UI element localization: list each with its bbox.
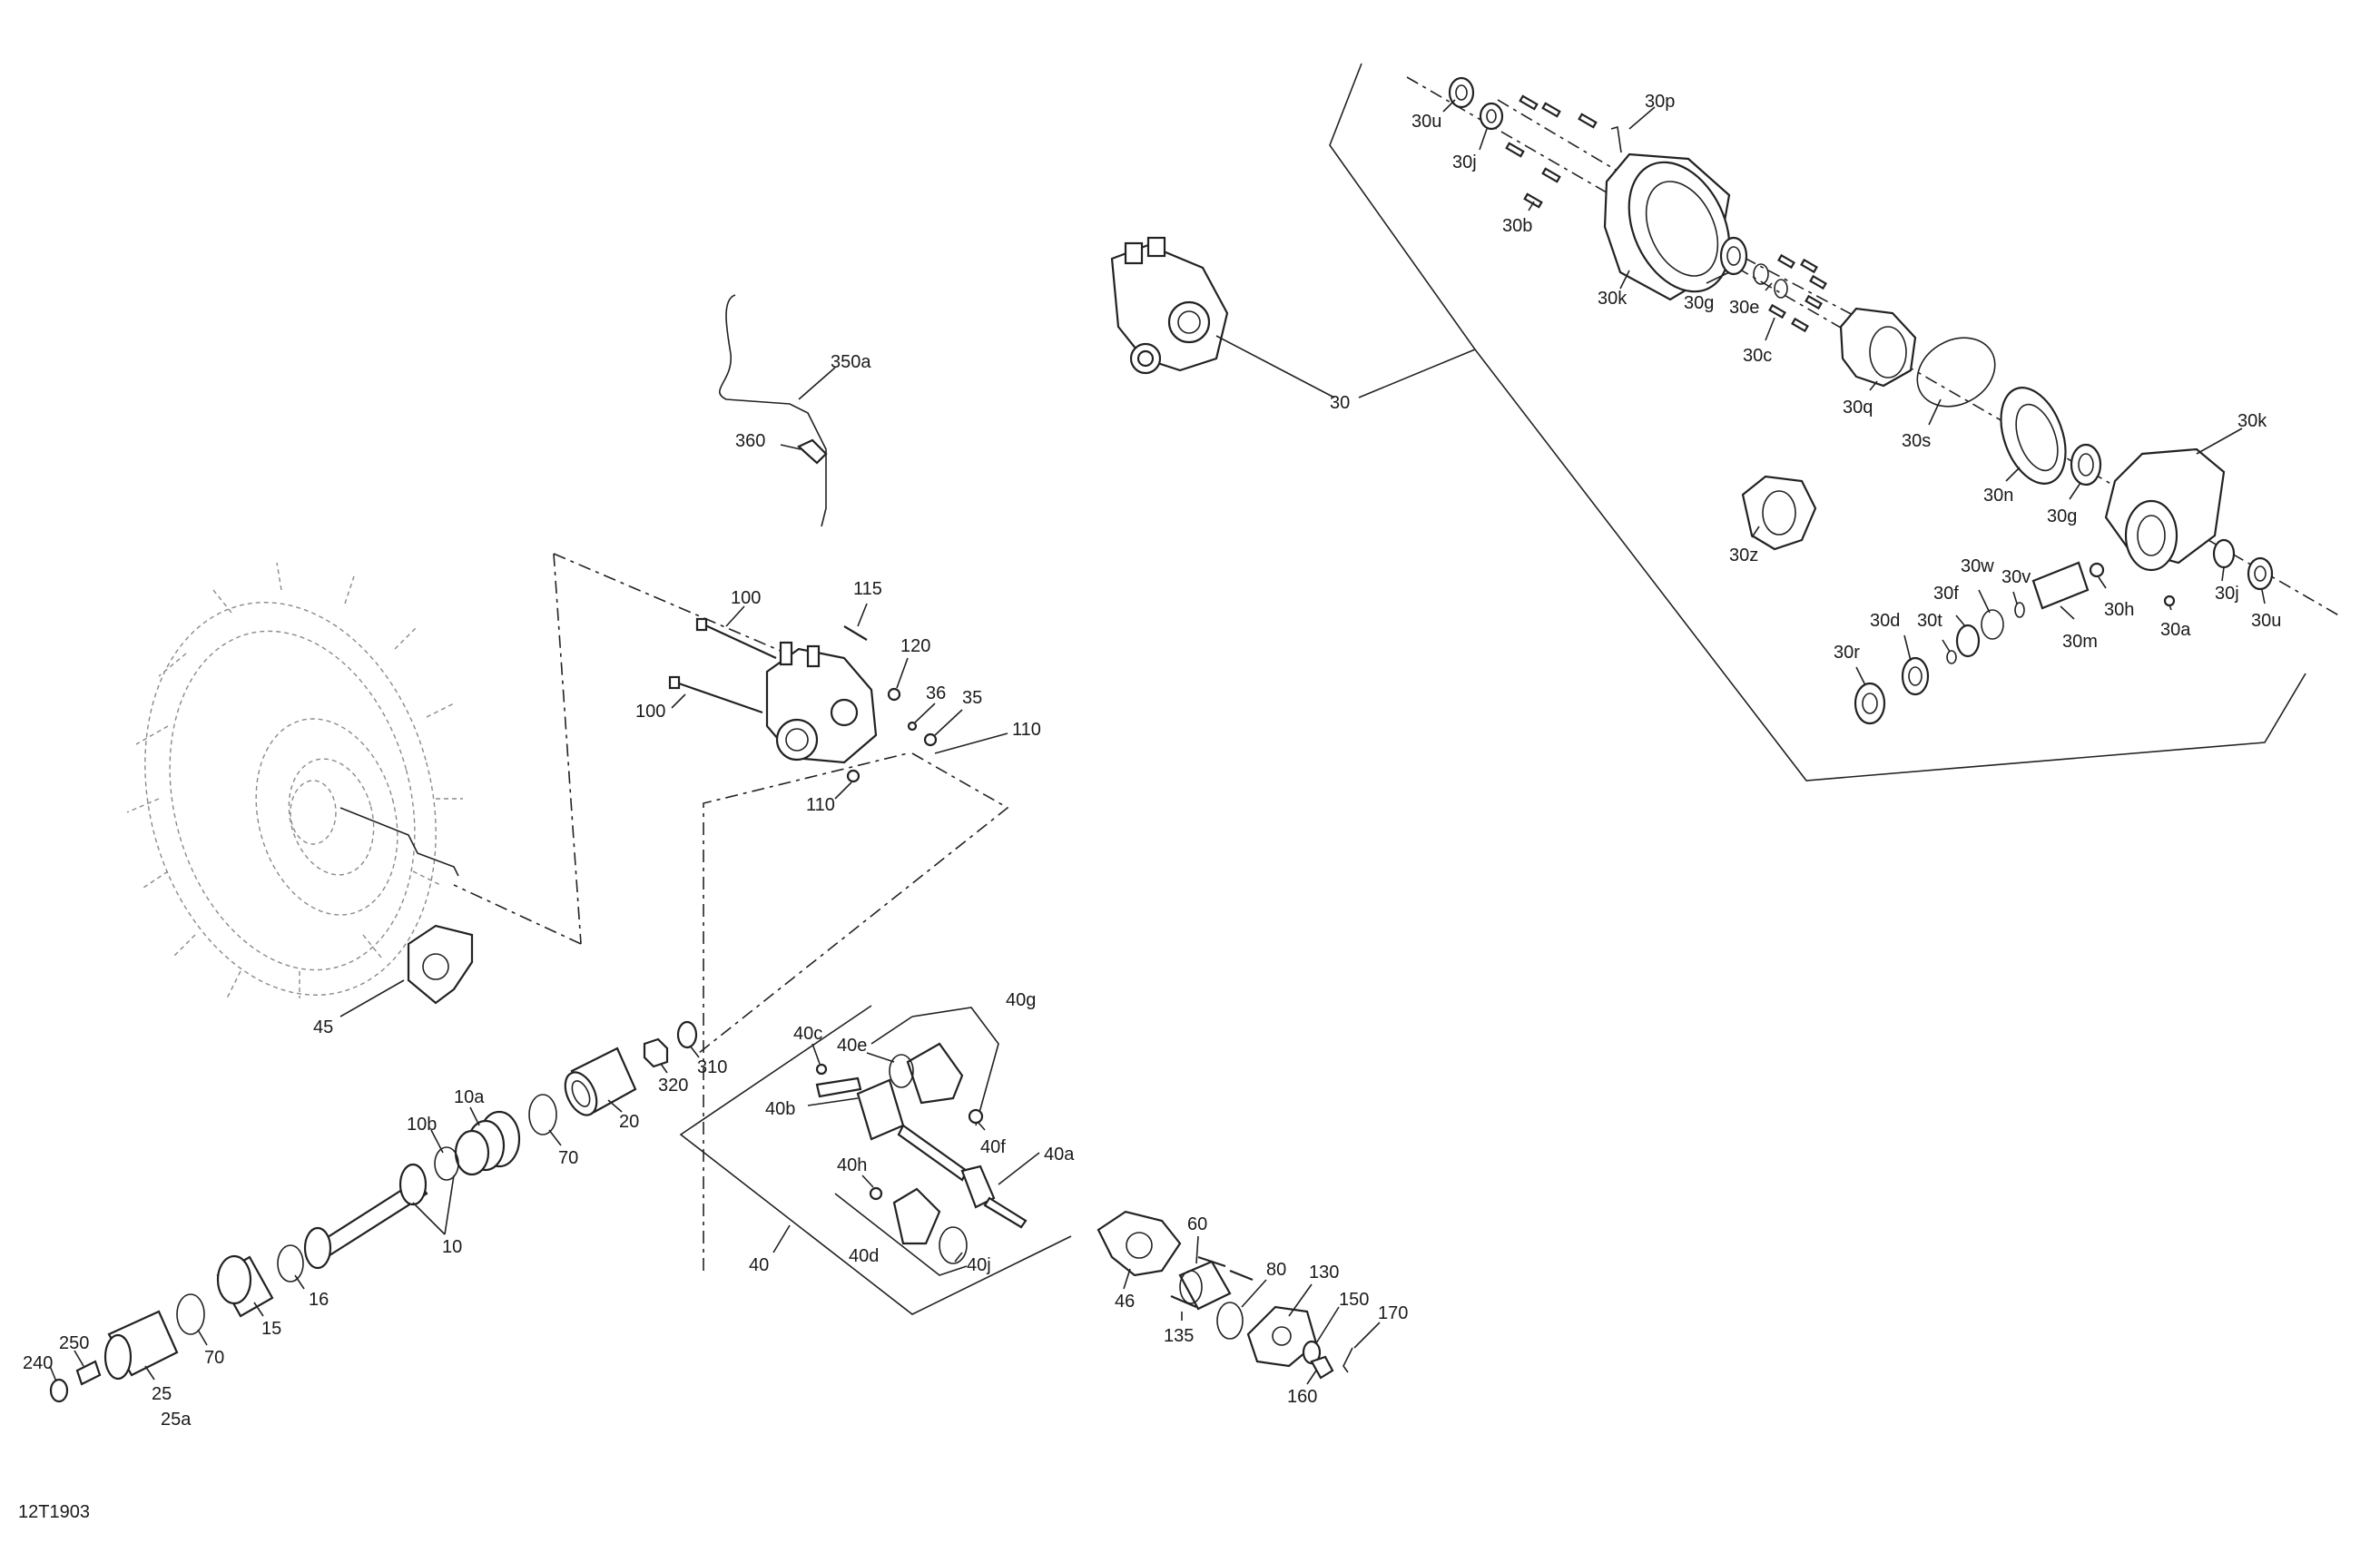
callout-30k-top: 30k — [1598, 289, 1628, 309]
callout-30s: 30s — [1902, 431, 1931, 451]
propshaft — [303, 1163, 455, 1270]
differential-detail-frame — [1329, 63, 2306, 781]
callout-40g: 40g — [1006, 990, 1036, 1010]
callout-30r: 30r — [1834, 643, 1860, 663]
callout-150: 150 — [1339, 1290, 1369, 1310]
sleeve-25 — [103, 1310, 179, 1381]
callout-35: 35 — [962, 688, 982, 708]
callout-30v: 30v — [2001, 567, 2031, 587]
callout-250: 250 — [59, 1333, 89, 1353]
knuckle-left — [339, 924, 474, 1017]
callout-30d: 30d — [1870, 611, 1900, 631]
callout-30g-top: 30g — [1684, 293, 1714, 313]
callout-30z: 30z — [1729, 545, 1758, 565]
callout-30t: 30t — [1917, 611, 1942, 631]
callout-70-low: 70 — [204, 1348, 224, 1368]
gear-box — [765, 641, 878, 764]
callout-30c: 30c — [1743, 346, 1772, 366]
callout-36: 36 — [926, 683, 946, 703]
callout-46: 46 — [1115, 1292, 1135, 1312]
clamp-low — [176, 1293, 205, 1335]
callout-30h: 30h — [2104, 600, 2134, 620]
callout-40e: 40e — [837, 1036, 867, 1056]
callout-10a: 10a — [454, 1087, 485, 1107]
callout-25a: 25a — [161, 1410, 192, 1430]
callout-30j-bot: 30j — [2215, 584, 2239, 604]
callout-40: 40 — [749, 1255, 769, 1275]
callout-30q: 30q — [1843, 398, 1873, 418]
callout-30n: 30n — [1983, 486, 2013, 506]
callout-70-mid: 70 — [558, 1148, 578, 1168]
coupler-sleeve — [564, 1047, 637, 1116]
hub-group — [1097, 1210, 1381, 1385]
callout-40b: 40b — [765, 1099, 795, 1119]
callout-30w: 30w — [1961, 556, 1994, 576]
callout-30k-bot: 30k — [2237, 411, 2267, 431]
callout-240: 240 — [23, 1353, 53, 1373]
callout-360: 360 — [735, 431, 765, 451]
differential-assembly — [1110, 236, 1335, 398]
callout-25: 25 — [152, 1384, 172, 1404]
clamp-mid — [528, 1094, 557, 1135]
callout-40f: 40f — [980, 1137, 1006, 1157]
differential-internals — [1448, 76, 2274, 725]
callout-100-bot: 100 — [635, 702, 665, 722]
callout-30: 30 — [1330, 393, 1350, 413]
callout-40h: 40h — [837, 1155, 867, 1175]
callout-labels: 30 30u 30j 30p 30b 30k 30g 30e 30c 30q 3… — [18, 92, 2281, 1522]
callout-30u-bot: 30u — [2251, 611, 2281, 631]
callout-320: 320 — [658, 1076, 688, 1096]
callout-170: 170 — [1378, 1303, 1408, 1323]
callout-350a: 350a — [831, 352, 871, 372]
callout-30e: 30e — [1729, 298, 1759, 318]
ring-16 — [277, 1244, 304, 1283]
callout-160: 160 — [1287, 1387, 1317, 1407]
callout-60: 60 — [1187, 1214, 1207, 1234]
callout-135: 135 — [1164, 1326, 1194, 1346]
callout-30j-top: 30j — [1452, 152, 1477, 172]
differential-leaders — [1442, 99, 2266, 686]
callout-45: 45 — [313, 1017, 333, 1037]
callout-30a: 30a — [2160, 620, 2191, 640]
callout-30f: 30f — [1933, 584, 1959, 604]
callout-40c: 40c — [793, 1024, 822, 1044]
callout-10: 10 — [442, 1237, 462, 1257]
callout-120: 120 — [900, 636, 930, 656]
callout-16: 16 — [309, 1290, 329, 1310]
pin-washer — [49, 1350, 102, 1403]
callout-30m: 30m — [2062, 632, 2098, 652]
callout-110-right: 110 — [1012, 720, 1041, 740]
callout-310: 310 — [697, 1057, 727, 1077]
callout-15: 15 — [261, 1319, 281, 1339]
reference-code: 12T1903 — [18, 1502, 90, 1522]
driveshaft-parts — [807, 1042, 1040, 1264]
shift-cable — [719, 294, 836, 527]
callout-100-top: 100 — [731, 588, 761, 608]
washer-nut — [643, 1020, 700, 1074]
long-bolts — [668, 605, 777, 714]
wheel-tire-ghost — [126, 562, 463, 999]
callout-130: 130 — [1309, 1263, 1339, 1283]
coupling-15 — [216, 1254, 274, 1318]
callout-30p: 30p — [1645, 92, 1675, 112]
callout-20: 20 — [619, 1112, 639, 1132]
callout-30g-bot: 30g — [2047, 506, 2077, 526]
driveshaft-frame — [679, 1005, 1072, 1315]
callout-30b: 30b — [1502, 216, 1532, 236]
callout-115: 115 — [853, 579, 882, 599]
callout-30u-top: 30u — [1411, 112, 1441, 132]
propshaft-boots — [430, 1106, 521, 1181]
callout-80: 80 — [1266, 1260, 1286, 1280]
callout-40a: 40a — [1044, 1145, 1075, 1165]
callout-40j: 40j — [967, 1255, 991, 1275]
callout-40d: 40d — [849, 1246, 879, 1266]
callout-110-bot: 110 — [806, 795, 835, 815]
small-fasteners — [834, 603, 1008, 800]
callout-10b: 10b — [407, 1115, 437, 1135]
